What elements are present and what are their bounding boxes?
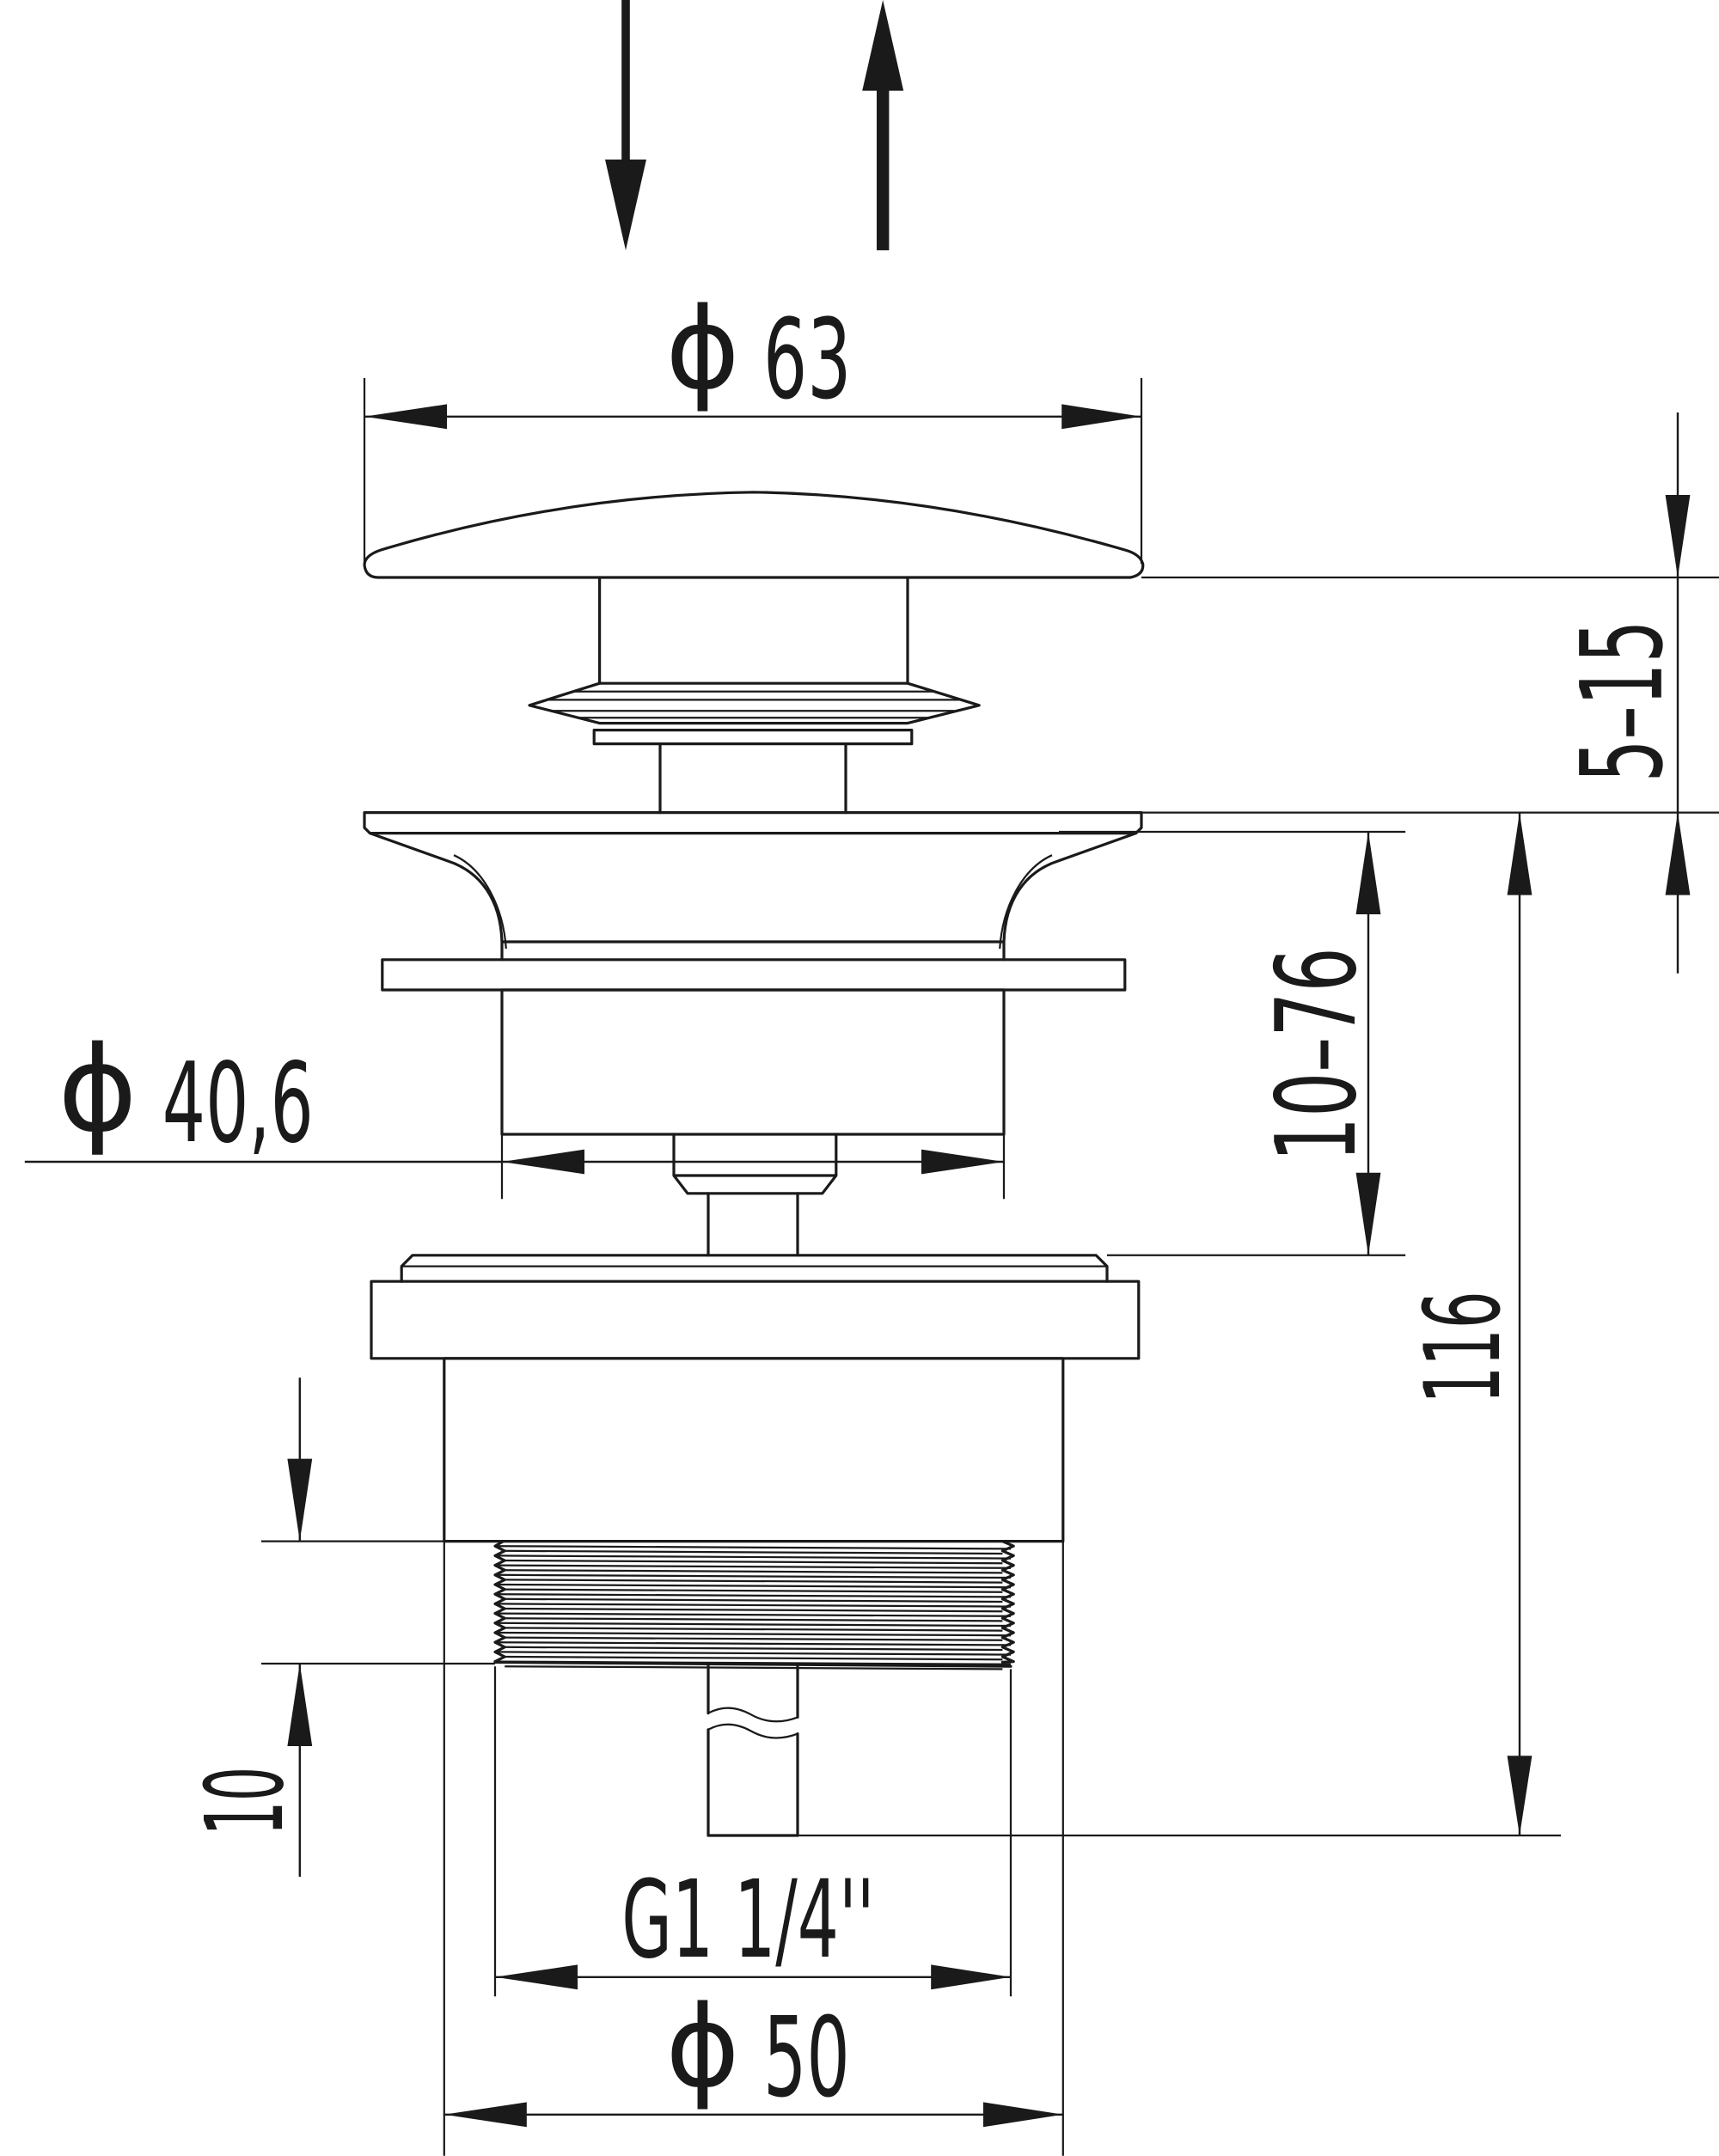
lower-flange-ring <box>370 1280 1141 1360</box>
dimension-arrow <box>495 1964 578 1990</box>
stroke-range-value: 5–15 <box>1557 620 1688 783</box>
middle-rod <box>658 742 847 815</box>
thickness-range-value: 10–76 <box>1253 947 1381 1162</box>
press-arrow-head <box>605 159 646 251</box>
seal-ring-grooves <box>547 690 960 719</box>
funnel-right <box>1002 832 1138 944</box>
thread-lines <box>498 1545 1012 1670</box>
funnel-left <box>368 832 504 944</box>
thread-diameter-value: 50 <box>763 1994 850 2122</box>
funnel-neck <box>500 940 1006 962</box>
top-flange <box>363 811 1143 962</box>
flange-plate <box>363 811 1143 835</box>
dimension-arrow <box>1507 812 1532 895</box>
release-arrow-head <box>862 0 904 91</box>
funnel-inner-line <box>453 854 1053 950</box>
connector-nut <box>672 1133 838 1195</box>
thread-length-dimension: 10 <box>183 1377 495 1877</box>
dimension-arrow <box>921 1149 1004 1175</box>
seal-seat <box>592 729 914 746</box>
dimension-arrow <box>1665 495 1691 577</box>
dimension-arrow <box>931 1964 1011 1990</box>
dimension-arrow <box>1061 404 1141 430</box>
dimension-arrow <box>364 404 447 430</box>
lower-flange-top <box>400 1254 1109 1283</box>
connector <box>672 1133 838 1257</box>
dimension-arrow <box>444 2102 527 2128</box>
thickness-range-dimension: 10–76 <box>1059 830 1406 1256</box>
thread-left-edge <box>493 1540 506 1664</box>
dimension-arrow <box>1507 1756 1532 1835</box>
dimension-arrow <box>287 1458 313 1542</box>
dimension-arrow <box>502 1149 584 1175</box>
dimension-arrow <box>287 1664 313 1746</box>
lower-flange <box>370 1254 1141 1360</box>
thread-size-dimension: G1 1/4'' <box>493 1666 1012 1997</box>
diameter-symbol: ϕ <box>665 1981 739 2112</box>
thread-size-value: G1 1/4'' <box>621 1858 874 1982</box>
upper-stem <box>598 576 909 685</box>
washer-plate <box>381 958 1127 992</box>
dimension-arrow <box>983 2102 1063 2128</box>
seal-ring-outline <box>528 681 981 725</box>
total-height-dimension: 116 <box>798 812 1561 1837</box>
lower-rod <box>707 1664 799 1837</box>
thread-diameter-dimension: ϕ 50 <box>443 1541 1064 2156</box>
body-diameter-value: 40,6 <box>162 1040 314 1168</box>
dimension-arrow <box>1665 812 1691 895</box>
stroke-range-dimension: 5–15 <box>1141 412 1719 974</box>
break-mark <box>707 1707 798 1739</box>
thread-length-value: 10 <box>183 1767 308 1835</box>
thread <box>493 1540 1015 1670</box>
lower-body <box>443 1357 1065 1543</box>
dimension-arrow <box>1355 1172 1381 1255</box>
dimension-arrow <box>1355 832 1381 914</box>
cap-diameter-value: 63 <box>763 296 851 424</box>
push-arrows <box>605 0 904 251</box>
body-diameter-dimension: ϕ 40,6 <box>24 1021 1006 1200</box>
thread-bottom <box>493 1660 1012 1668</box>
push-cap <box>363 491 1145 579</box>
total-height-value: 116 <box>1402 1291 1524 1403</box>
cap-diameter-dimension: ϕ 63 <box>363 283 1143 564</box>
seal-ring <box>528 681 981 746</box>
upper-body <box>500 988 1006 1136</box>
diameter-symbol: ϕ <box>58 1021 138 1158</box>
diameter-symbol: ϕ <box>665 283 739 414</box>
